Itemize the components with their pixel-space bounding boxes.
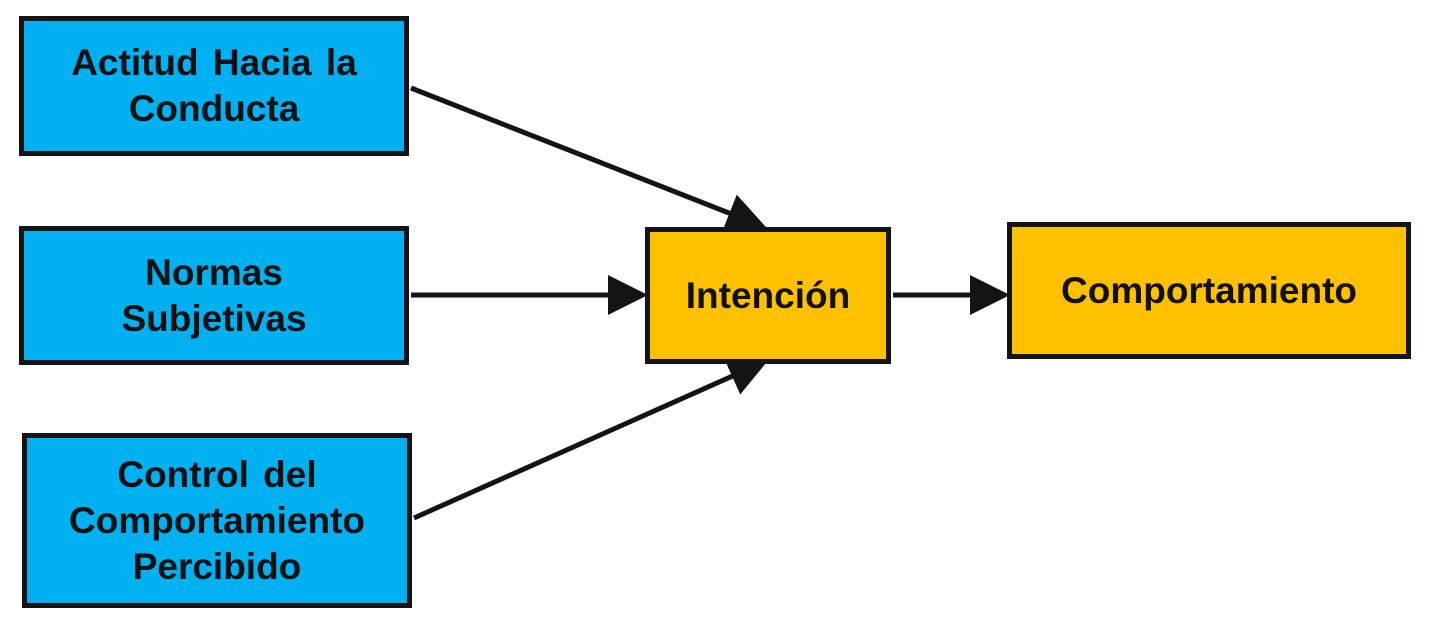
node-control-del-comportamiento-percibido: Control del Comportamiento Percibido: [22, 433, 412, 608]
node-label: Intención: [685, 274, 851, 316]
node-label: Control del Comportamiento Percibido: [69, 453, 365, 587]
node-actitud-hacia-la-conducta: Actitud Hacia la Conducta: [19, 16, 409, 156]
node-label: Normas Subjetivas: [121, 251, 307, 339]
arrow-actitud-to-intencion: [410, 85, 767, 232]
node-label: Actitud Hacia la Conducta: [71, 42, 357, 129]
arrow-control-to-intencion: [412, 357, 769, 521]
node-label: Comportamiento: [1061, 269, 1357, 311]
node-normas-subjetivas: Normas Subjetivas: [19, 226, 409, 365]
node-comportamiento: Comportamiento: [1007, 222, 1411, 359]
node-intencion: Intención: [645, 227, 891, 364]
